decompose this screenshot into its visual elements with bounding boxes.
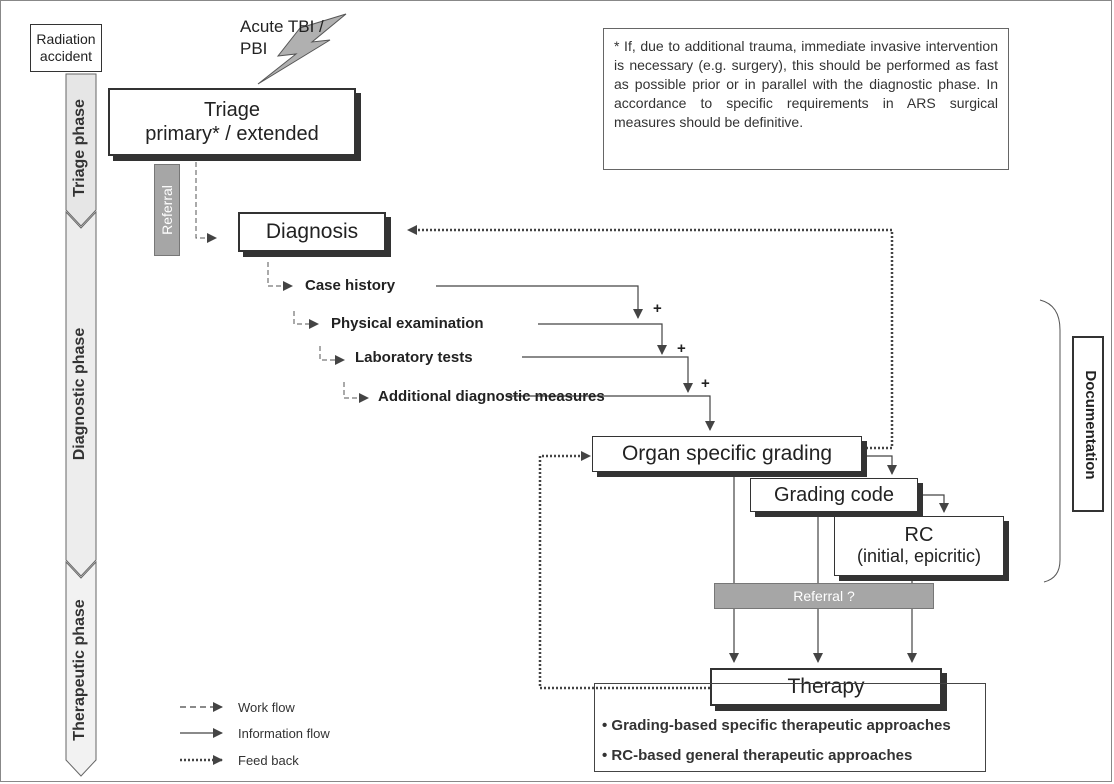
referral-question-bar: Referral ?	[714, 583, 934, 609]
therapy-box: Therapy	[710, 668, 942, 706]
plus-sign: +	[701, 375, 710, 392]
legend-information-flow-label: Information flow	[238, 726, 330, 741]
phase-label-therapeutic: Therapeutic phase	[71, 599, 88, 741]
approach-grading-based: • Grading-based specific therapeutic app…	[602, 717, 951, 734]
diagnosis-box: Diagnosis	[238, 212, 386, 252]
documentation-bracket	[1039, 299, 1061, 583]
referral-vertical-label: Referral	[159, 185, 175, 235]
phase-arrow-diagnostic	[65, 210, 97, 577]
legend-work-flow-label: Work flow	[238, 700, 295, 715]
step-laboratory-tests: Laboratory tests	[355, 349, 473, 366]
footnote-box: * If, due to additional trauma, immediat…	[603, 28, 1009, 170]
plus-sign: +	[677, 340, 686, 357]
documentation-label: Documentation	[1082, 370, 1099, 480]
referral-vertical-bar: Referral	[154, 164, 180, 256]
acute-label: Acute TBI / PBI	[240, 17, 324, 58]
plus-sign: +	[653, 300, 662, 317]
therapeutic-approaches-box	[594, 683, 986, 772]
lightning-bolt-icon	[257, 13, 347, 85]
step-additional-diagnostic-measures: Additional diagnostic measures	[378, 388, 605, 405]
approach-rc-based: • RC-based general therapeutic approache…	[602, 747, 913, 764]
phase-arrow-triage	[65, 73, 97, 227]
radiation-accident-box: Radiation accident	[30, 24, 102, 72]
phase-label-triage: Triage phase	[71, 99, 88, 197]
radiation-accident-label: Radiation accident	[36, 31, 96, 64]
phase-arrow-therapeutic	[65, 560, 97, 777]
rc-title: RC	[904, 524, 934, 546]
phase-label-diagnostic: Diagnostic phase	[71, 327, 88, 461]
documentation-box: Documentation	[1072, 336, 1104, 512]
triage-box: Triage primary* / extended	[108, 88, 356, 156]
grading-code-box: Grading code	[750, 478, 918, 512]
organ-specific-grading-box: Organ specific grading	[592, 436, 862, 472]
legend-feed-back-label: Feed back	[238, 753, 299, 768]
triage-title: Triage	[204, 99, 260, 121]
step-case-history: Case history	[305, 277, 396, 294]
triage-subtitle: primary* / extended	[145, 123, 319, 145]
rc-subtitle: (initial, epicritic)	[856, 546, 982, 566]
step-physical-examination: Physical examination	[331, 315, 484, 332]
rc-box: RC (initial, epicritic)	[834, 516, 1004, 576]
